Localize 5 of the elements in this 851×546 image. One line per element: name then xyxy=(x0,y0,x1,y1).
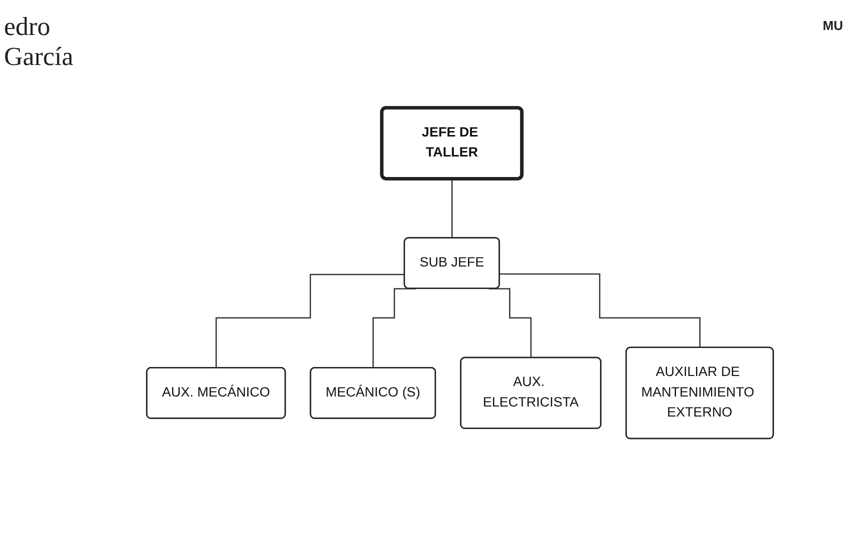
note-text: edro García xyxy=(4,12,74,72)
connector xyxy=(451,178,453,239)
connector xyxy=(216,274,405,369)
note-text: MU xyxy=(822,18,843,33)
connector xyxy=(500,273,701,348)
